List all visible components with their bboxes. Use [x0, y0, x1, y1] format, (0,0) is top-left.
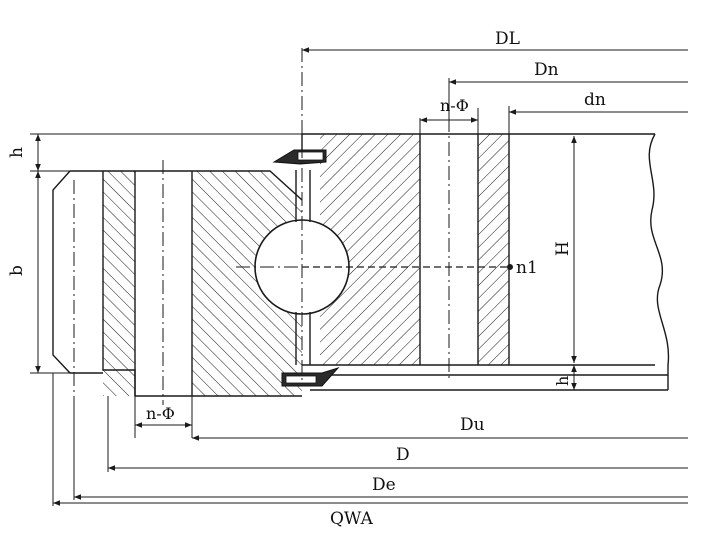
label-De: De: [372, 475, 396, 495]
inner-ring: [301, 118, 668, 391]
right-dimensions: H n1 h: [516, 136, 577, 390]
bottom-dimensions: n-Φ Du D De QWA: [52, 373, 688, 529]
label-QWA: QWA: [330, 509, 374, 529]
left-dimensions: h b: [7, 133, 302, 374]
top-dimensions: DL Dn dn n-Φ: [302, 29, 688, 134]
label-n-phi-bottom: n-Φ: [146, 404, 175, 423]
label-h-top: h: [7, 147, 27, 158]
break-line: [648, 133, 670, 390]
outer-ring: [52, 160, 303, 406]
outer-ring-hatch-left: [103, 171, 135, 396]
label-Du: Du: [460, 415, 485, 435]
inner-ring-hatch-left: [320, 134, 420, 365]
label-Dn: Dn: [534, 60, 559, 80]
label-n1: n1: [516, 258, 538, 278]
label-h-bottom: h: [553, 376, 572, 386]
label-DL: DL: [495, 29, 520, 49]
label-D: D: [396, 445, 410, 465]
ball-race: [236, 48, 513, 387]
label-H: H: [553, 241, 573, 256]
label-dn: dn: [584, 90, 606, 110]
outer-ring-hatch-right: [192, 171, 302, 396]
inner-ring-hatch-right: [478, 134, 509, 365]
label-n-phi-top: n-Φ: [440, 96, 469, 115]
label-b: b: [7, 265, 27, 276]
